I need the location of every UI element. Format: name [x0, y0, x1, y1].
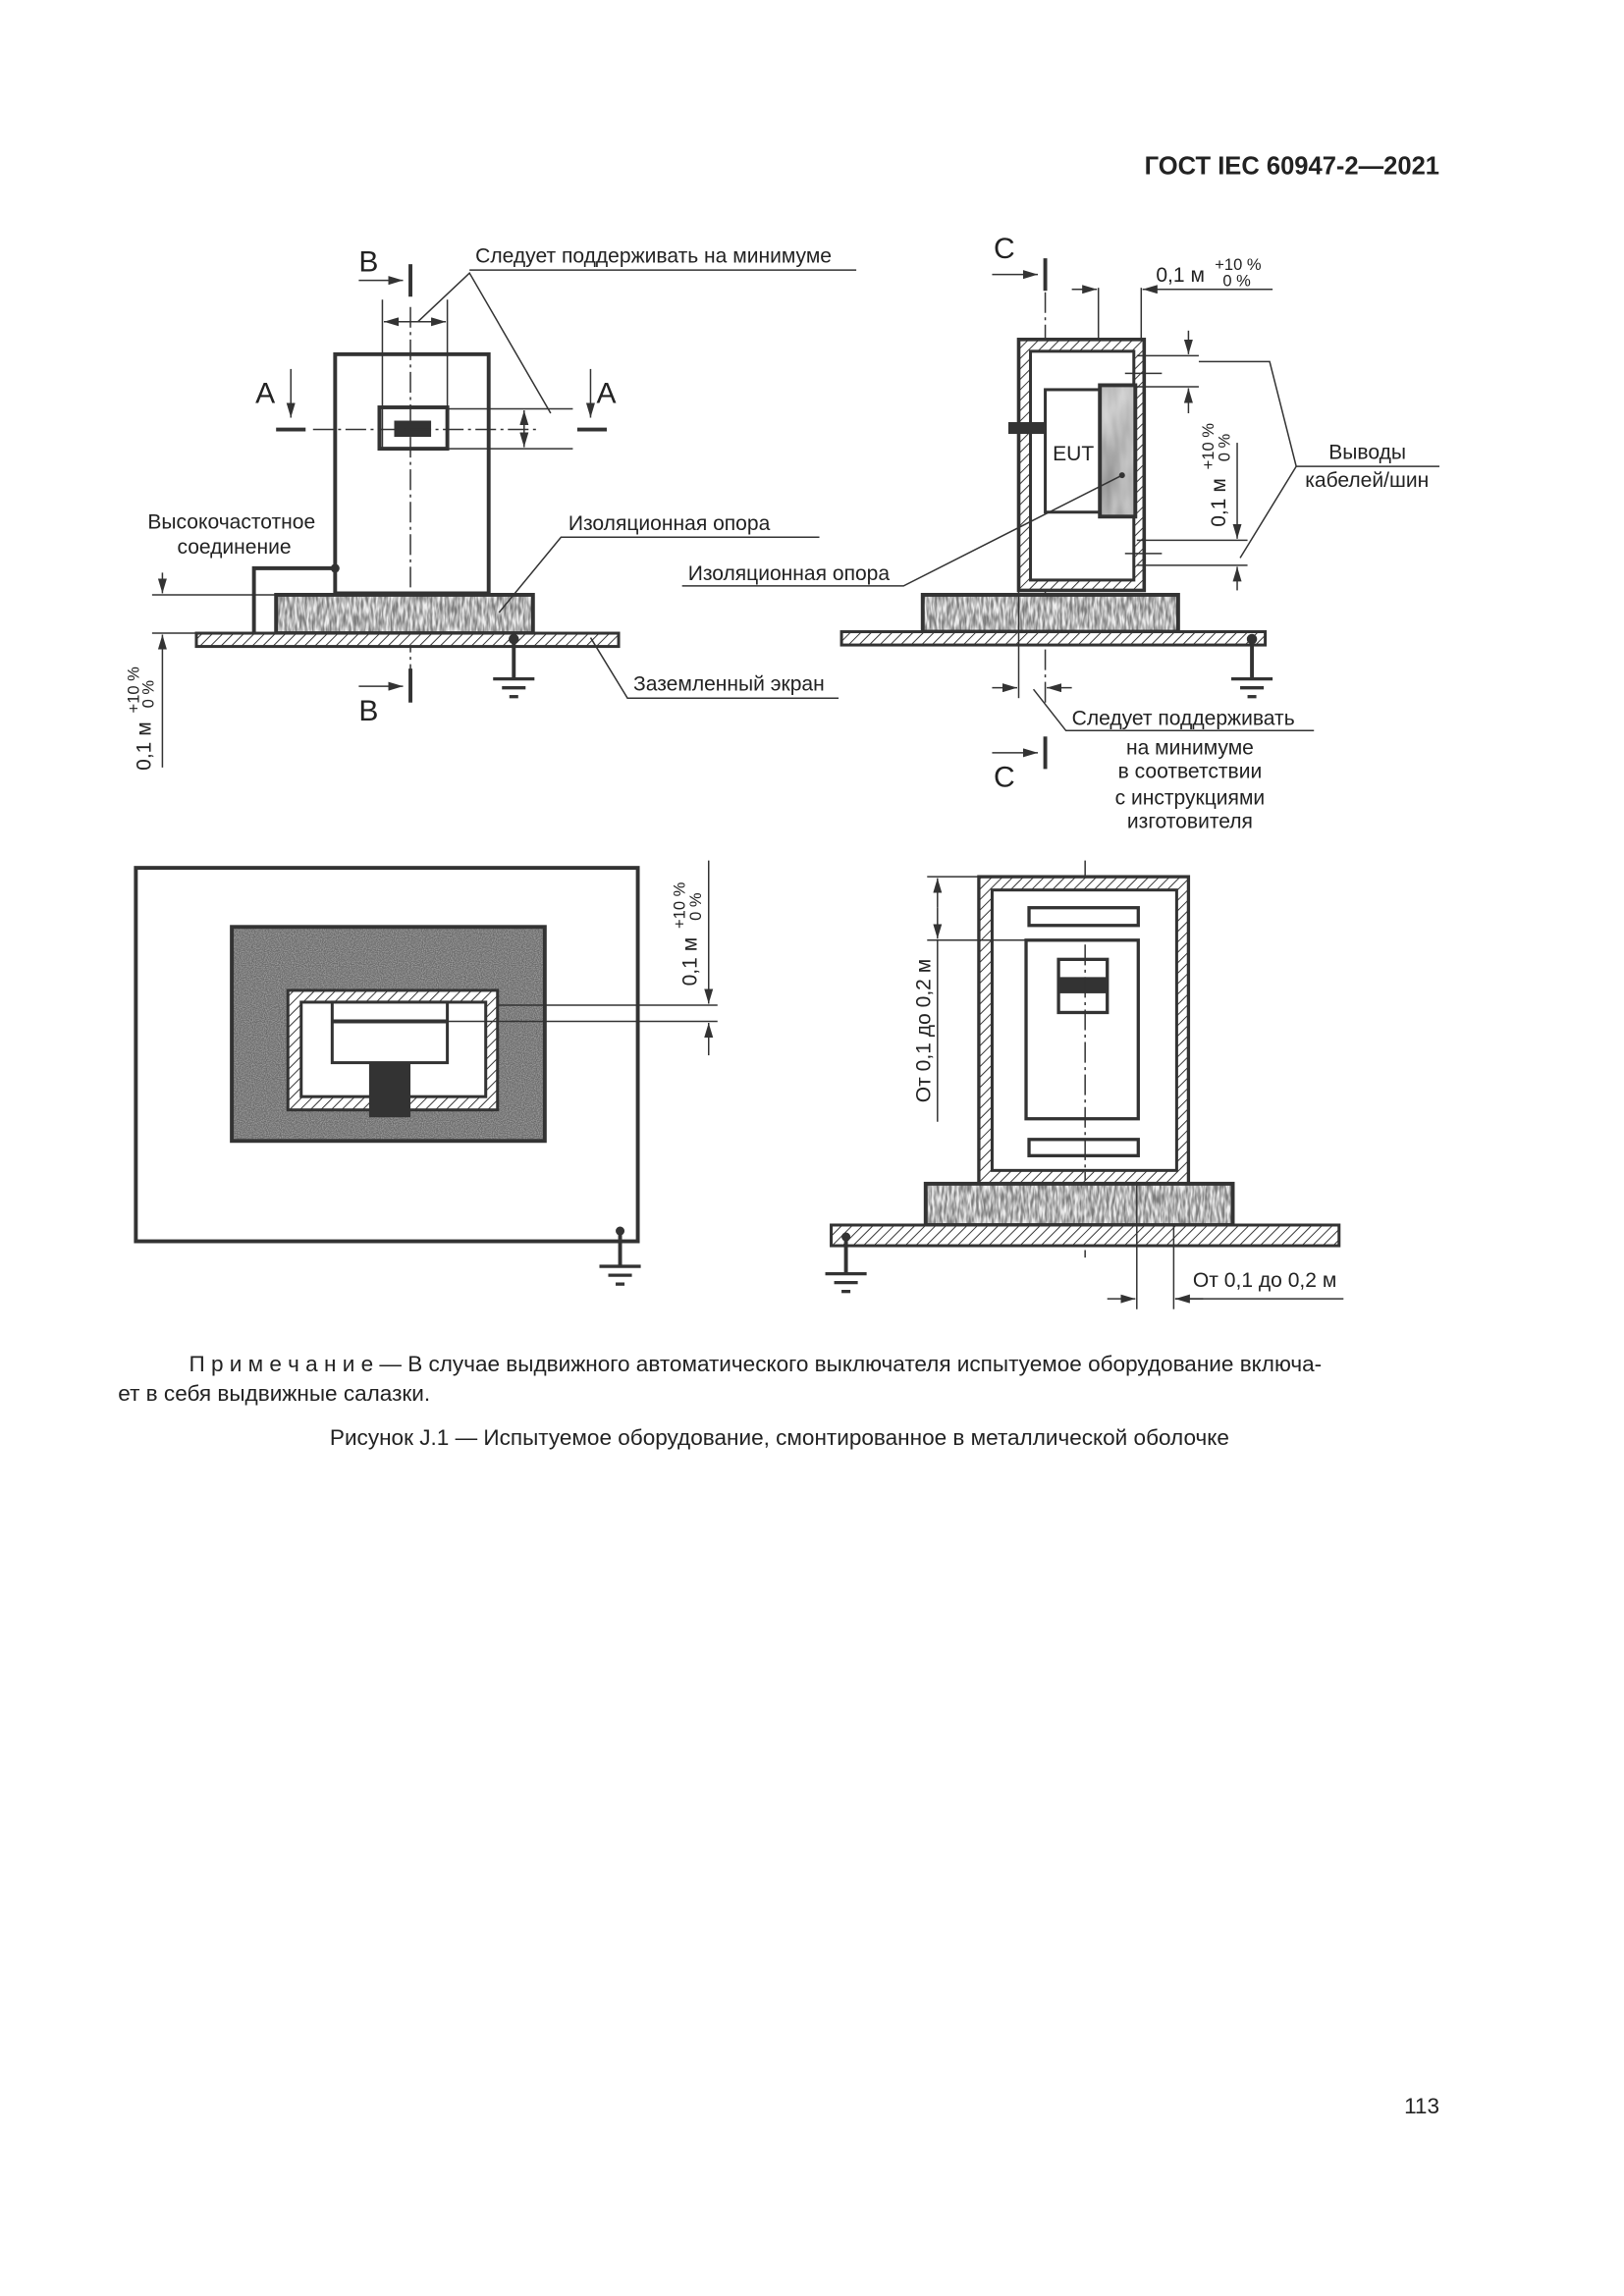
front-section-diagram: От 0,1 до 0,2 м От 0,1 до 0,2 м [823, 860, 1344, 1309]
grounded-screen-label: Заземленный экран [633, 673, 825, 696]
keep-minimum-mfr-line-4: с инструкциями [1115, 786, 1266, 809]
document-id: ГОСТ IEC 60947-2—2021 [1145, 152, 1439, 180]
ground-icon [1229, 677, 1274, 699]
dim-enclosure-offset: 0,1 м +10 % 0 % [668, 877, 706, 987]
ground-icon [823, 1271, 869, 1294]
section-a-left-label: A [255, 377, 275, 409]
dim-lead-spacing: 0,1 м +10 % 0 % [1196, 417, 1234, 527]
section-a-right-label: A [596, 377, 616, 409]
front-view-diagram: B Следует поддерживать на минимуме A A В… [121, 245, 857, 771]
side-section-diagram: C EUT 0,1 м +10 % 0 % [681, 233, 1440, 833]
plan-view-diagram: 0,1 м +10 % 0 % [134, 860, 718, 1286]
keep-minimum-label: Следует поддерживать на минимуме [475, 245, 832, 268]
keep-minimum-mfr-line-5: изготовителя [1127, 811, 1253, 833]
dim-lead-offset: 0,1 м +10 % 0 % [1156, 252, 1267, 291]
dim-support-height: 0,1 м +10 % 0 % [121, 661, 157, 771]
note-line-1: П р и м е ч а н и е — В случае выдвижног… [189, 1352, 1322, 1376]
insulating-support-label: Изоляционная опора [568, 512, 771, 535]
page-number: 113 [1404, 2094, 1439, 2118]
hf-connection-label-1: Высокочастотное [147, 510, 315, 533]
hf-connection-label-2: соединение [177, 536, 291, 559]
section-c-bottom-label: C [994, 761, 1015, 793]
keep-minimum-mfr-line-3: в соответствии [1118, 760, 1263, 782]
section-b-bottom-label: B [358, 695, 378, 727]
keep-minimum-mfr-line-1: Следует поддерживать [1072, 707, 1295, 729]
dim-support-overhang-range: От 0,1 до 0,2 м [1193, 1269, 1336, 1292]
dim-breaker-top-range: От 0,1 до 0,2 м [912, 959, 935, 1102]
note-line-2: ет в себя выдвижные салазки. [118, 1381, 430, 1406]
cable-leads-label-1: Выводы [1328, 442, 1406, 464]
cable-leads-label-2: кабелей/шин [1305, 469, 1429, 492]
ground-icon [597, 1264, 643, 1286]
insulating-support-label-2: Изоляционная опора [688, 562, 891, 585]
section-b-top-label: B [358, 246, 378, 279]
ground-icon [491, 677, 536, 699]
figure-caption: Рисунок J.1 — Испытуемое оборудование, с… [330, 1425, 1229, 1450]
eut-label: EUT [1053, 443, 1094, 465]
section-c-top-label: C [994, 233, 1015, 265]
keep-minimum-mfr-line-2: на минимуме [1126, 736, 1254, 759]
